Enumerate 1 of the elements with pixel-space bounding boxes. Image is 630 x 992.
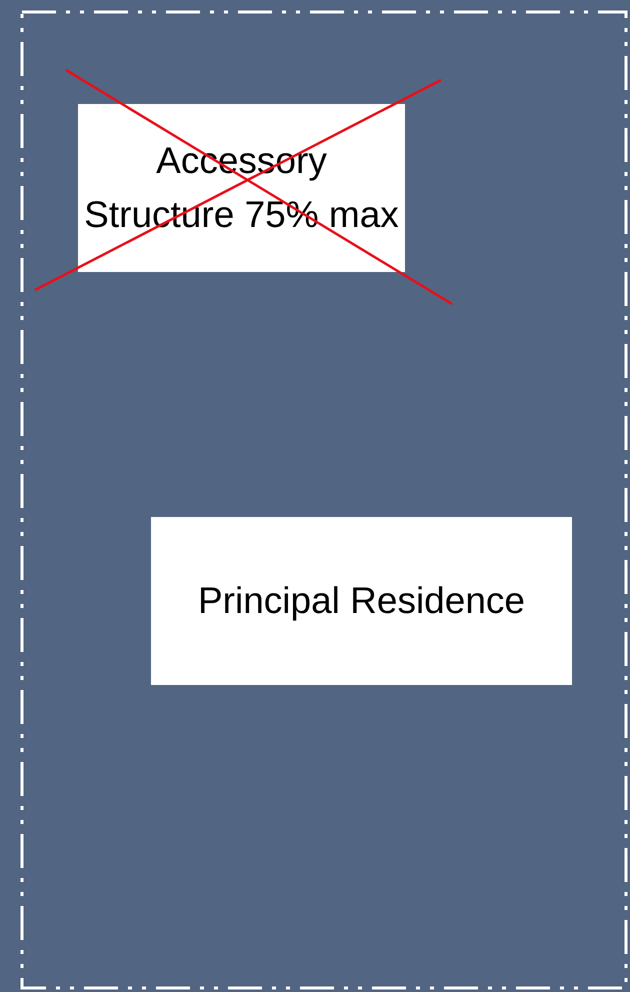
principal-residence-footprint: Principal Residence <box>151 517 572 685</box>
